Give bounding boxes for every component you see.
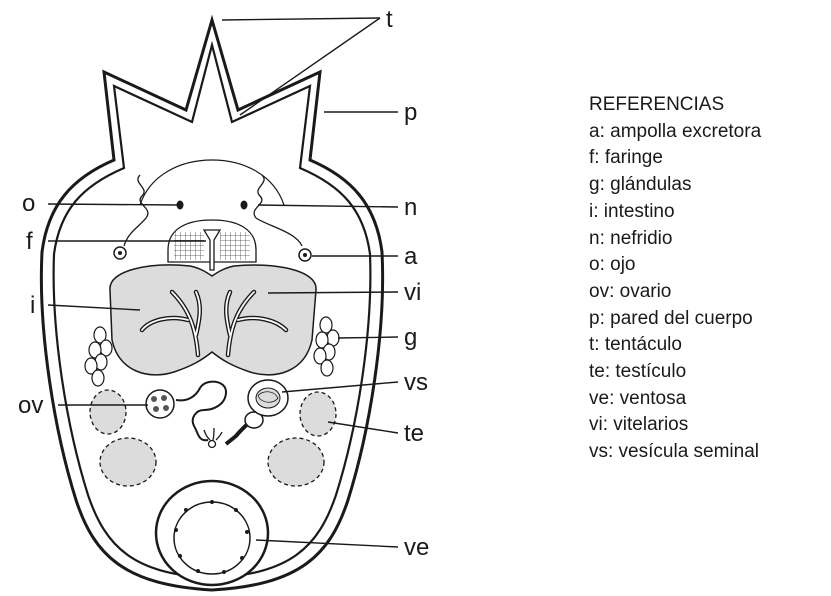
label-ve: ve <box>404 534 429 561</box>
legend-item: i: intestino <box>589 199 761 226</box>
seminal-vesicle <box>248 380 288 416</box>
label-a: a <box>404 243 418 270</box>
eye-right <box>241 201 248 210</box>
legend-item: f: faringe <box>589 145 761 172</box>
legend-item: g: glándulas <box>589 172 761 199</box>
label-n: n <box>404 194 417 221</box>
legend-item: vi: vitelarios <box>589 412 761 439</box>
excretory-ampulla-left <box>114 247 126 259</box>
pharynx <box>168 220 256 270</box>
legend-item: ve: ventosa <box>589 386 761 413</box>
label-te: te <box>404 420 424 447</box>
legend-item: te: testículo <box>589 359 761 386</box>
label-ov: ov <box>18 392 43 419</box>
legend-item: n: nefridio <box>589 226 761 253</box>
excretory-ampulla-right <box>299 249 311 261</box>
legend-title: REFERENCIAS <box>589 92 761 119</box>
label-vs: vs <box>404 369 428 396</box>
legend-item: vs: vesícula seminal <box>589 439 761 466</box>
label-i: i <box>30 292 35 319</box>
legend-item: ov: ovario <box>589 279 761 306</box>
label-vi: vi <box>404 279 421 306</box>
label-g: g <box>404 324 417 351</box>
legend-item: o: ojo <box>589 252 761 279</box>
legend-item: p: pared del cuerpo <box>589 306 761 333</box>
legend: REFERENCIAS a: ampolla excretora f: fari… <box>589 92 761 466</box>
legend-item: t: tentáculo <box>589 332 761 359</box>
label-p: p <box>404 99 417 126</box>
label-f: f <box>26 228 33 255</box>
legend-item: a: ampolla excretora <box>589 119 761 146</box>
ventral-sucker <box>156 481 268 585</box>
ovary <box>146 390 174 418</box>
label-t: t <box>386 6 393 33</box>
label-o: o <box>22 190 35 217</box>
